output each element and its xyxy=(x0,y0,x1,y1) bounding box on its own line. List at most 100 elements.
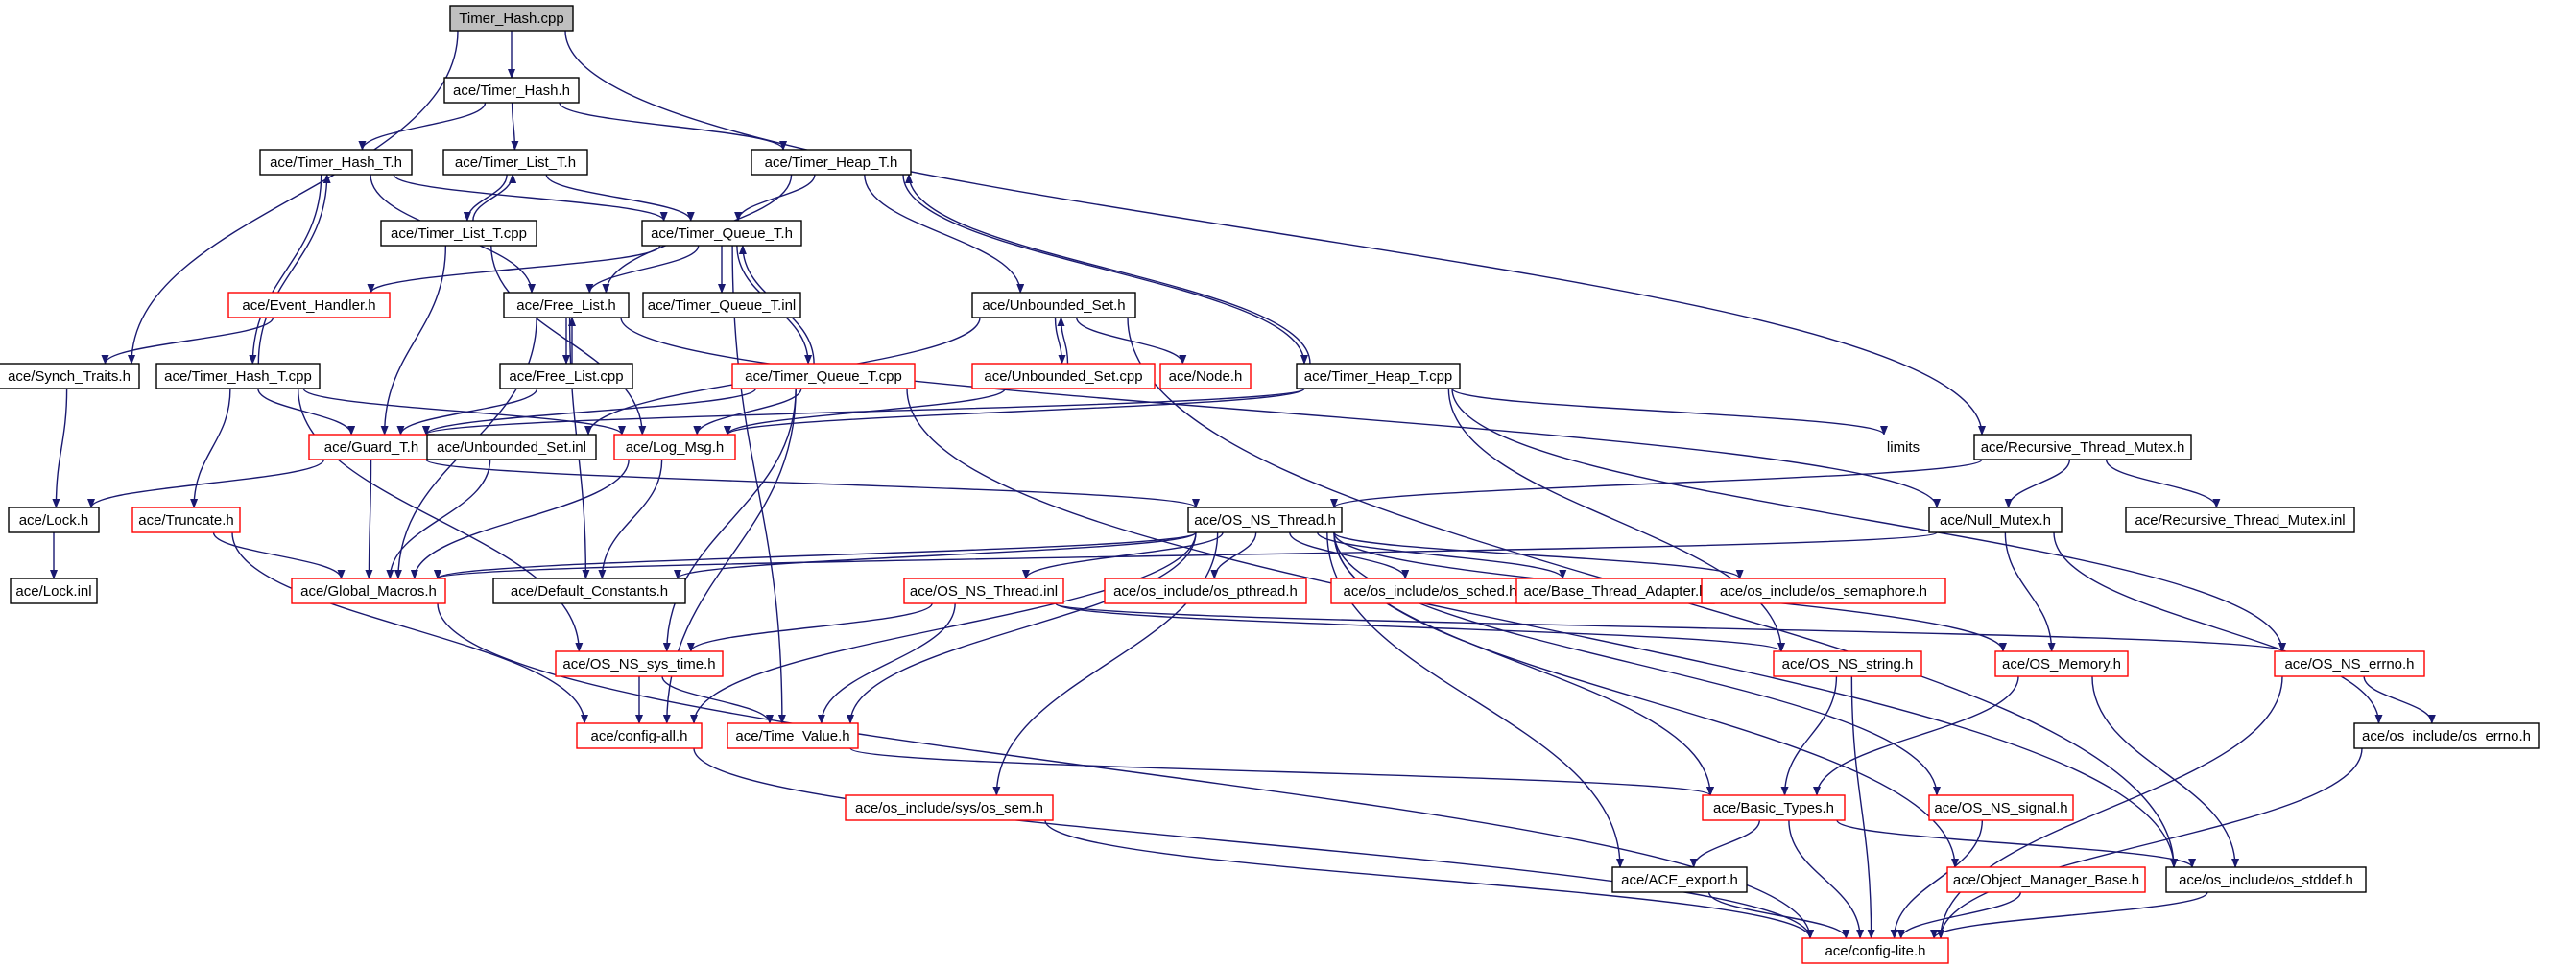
node-label: ace/Free_List.h xyxy=(516,297,615,314)
node-label: ace/Time_Value.h xyxy=(735,728,849,744)
graph-node-timer-hash-t-cpp[interactable]: ace/Timer_Hash_T.cpp xyxy=(155,363,321,389)
graph-node-basic-types-h[interactable]: ace/Basic_Types.h xyxy=(1702,794,1846,821)
edge-truncate-h-to-config-all-h xyxy=(231,531,588,724)
graph-node-os-ns-string-h[interactable]: ace/OS_NS_string.h xyxy=(1773,650,1922,677)
node-label: ace/config-all.h xyxy=(591,728,688,744)
graph-node-os-sched-h[interactable]: ace/os_include/os_sched.h xyxy=(1330,578,1530,604)
graph-node-synch-traits-h[interactable]: ace/Synch_Traits.h xyxy=(0,363,140,389)
edge-timer-heap-t-cpp-to-os-ns-string-h xyxy=(1447,388,1785,652)
graph-node-object-manager-base-h[interactable]: ace/Object_Manager_Base.h xyxy=(1946,866,2146,893)
graph-node-limits[interactable]: limits xyxy=(1876,435,1930,460)
edge-os-ns-errno-h-to-config-lite-h xyxy=(1937,675,2283,939)
node-box xyxy=(426,434,597,460)
graph-node-timer-heap-t-h[interactable]: ace/Timer_Heap_T.h xyxy=(751,149,912,176)
graph-node-recursive-thread-mutex-inl[interactable]: ace/Recursive_Thread_Mutex.inl xyxy=(2125,507,2355,533)
node-label: ace/Unbounded_Set.cpp xyxy=(984,368,1142,385)
graph-node-node-h[interactable]: ace/Node.h xyxy=(1159,363,1252,389)
graph-node-time-value-h[interactable]: ace/Time_Value.h xyxy=(727,722,859,749)
node-box xyxy=(259,149,413,176)
graph-node-timer-hash-h[interactable]: ace/Timer_Hash.h xyxy=(443,77,580,104)
edge-os-ns-thread-h-to-os-sem-h xyxy=(992,531,1219,796)
edge-os-ns-thread-inl-to-time-value-h xyxy=(817,602,956,724)
graph-node-unbounded-set-h[interactable]: ace/Unbounded_Set.h xyxy=(971,292,1136,318)
node-box xyxy=(1801,937,1949,964)
edge-event-handler-h-to-synch-traits-h xyxy=(101,317,274,365)
graph-node-timer-queue-t-h[interactable]: ace/Timer_Queue_T.h xyxy=(641,220,802,247)
graph-node-timer-heap-t-cpp[interactable]: ace/Timer_Heap_T.cpp xyxy=(1296,363,1461,389)
graph-node-ace-export-h[interactable]: ace/ACE_export.h xyxy=(1611,866,1748,893)
graph-node-timer-list-t-h[interactable]: ace/Timer_List_T.h xyxy=(442,149,588,176)
graph-node-free-list-h[interactable]: ace/Free_List.h xyxy=(503,292,630,318)
graph-node-os-ns-errno-h[interactable]: ace/OS_NS_errno.h xyxy=(2274,650,2425,677)
graph-node-config-lite-h[interactable]: ace/config-lite.h xyxy=(1801,937,1949,964)
graph-node-os-semaphore-h[interactable]: ace/os_include/os_semaphore.h xyxy=(1701,578,1946,604)
edge-os-ns-thread-h-to-basic-types-h xyxy=(1333,531,1714,796)
node-label: ace/os_include/os_pthread.h xyxy=(1113,583,1298,600)
graph-node-truncate-h[interactable]: ace/Truncate.h xyxy=(131,507,241,533)
graph-node-os-ns-thread-inl[interactable]: ace/OS_NS_Thread.inl xyxy=(903,578,1064,604)
graph-node-lock-h[interactable]: ace/Lock.h xyxy=(8,507,100,533)
edge-guard-t-h-to-lock-h xyxy=(87,459,325,508)
edge-os-ns-thread-h-to-os-semaphore-h xyxy=(1333,531,1744,579)
edge-free-list-h-to-null-mutex-h xyxy=(620,317,1941,508)
graph-node-timer-hash-cpp[interactable]: Timer_Hash.cpp xyxy=(449,5,574,32)
node-box xyxy=(1773,650,1922,677)
graph-node-default-constants-h[interactable]: ace/Default_Constants.h xyxy=(492,578,686,604)
graph-node-guard-t-h[interactable]: ace/Guard_T.h xyxy=(308,434,435,460)
graph-node-timer-hash-t-h[interactable]: ace/Timer_Hash_T.h xyxy=(259,149,413,176)
edge-timer-queue-t-cpp-to-os-ns-sys-time-h xyxy=(662,388,797,652)
graph-node-timer-queue-t-cpp[interactable]: ace/Timer_Queue_T.cpp xyxy=(731,363,916,389)
node-label: ace/OS_NS_Thread.h xyxy=(1194,512,1336,529)
edge-timer-list-t-h-to-timer-list-t-cpp xyxy=(463,174,508,222)
edge-ace-export-h-to-config-lite-h xyxy=(1707,891,1850,939)
graph-node-base-thread-adapter-h[interactable]: ace/Base_Thread_Adapter.h xyxy=(1515,578,1715,604)
node-box xyxy=(727,722,859,749)
node-box xyxy=(1104,578,1307,604)
graph-node-os-ns-signal-h[interactable]: ace/OS_NS_signal.h xyxy=(1928,794,2074,821)
edge-os-memory-h-to-basic-types-h xyxy=(1813,675,2019,796)
node-box xyxy=(291,578,446,604)
node-box xyxy=(0,363,140,389)
graph-node-free-list-cpp[interactable]: ace/Free_List.cpp xyxy=(499,363,633,389)
node-label: ace/Log_Msg.h xyxy=(626,439,725,456)
edge-null-mutex-h-to-global-macros-h xyxy=(434,531,1938,579)
node-label: ace/Event_Handler.h xyxy=(242,297,375,314)
node-box xyxy=(380,220,537,247)
graph-node-recursive-thread-mutex-h[interactable]: ace/Recursive_Thread_Mutex.h xyxy=(1973,434,2192,460)
edge-os-ns-signal-h-to-config-lite-h xyxy=(1890,819,1984,939)
graph-node-lock-inl[interactable]: ace/Lock.inl xyxy=(10,578,98,604)
node-label: ace/OS_Memory.h xyxy=(2002,656,2121,672)
graph-node-global-macros-h[interactable]: ace/Global_Macros.h xyxy=(291,578,446,604)
edge-os-ns-thread-h-to-os-sched-h xyxy=(1289,531,1410,579)
graph-node-os-memory-h[interactable]: ace/OS_Memory.h xyxy=(1994,650,2129,677)
graph-node-config-all-h[interactable]: ace/config-all.h xyxy=(576,722,703,749)
edge-timer-hash-h-to-timer-heap-t-h xyxy=(559,102,787,151)
graph-node-unbounded-set-inl[interactable]: ace/Unbounded_Set.inl xyxy=(426,434,597,460)
node-box xyxy=(1928,507,2063,533)
node-label: ace/OS_NS_Thread.inl xyxy=(910,583,1058,600)
graph-node-log-msg-h[interactable]: ace/Log_Msg.h xyxy=(613,434,736,460)
edge-recursive-thread-mutex-h-to-recursive-thread-mutex-inl xyxy=(2105,459,2221,508)
graph-node-event-handler-h[interactable]: ace/Event_Handler.h xyxy=(227,292,391,318)
node-box xyxy=(443,77,580,104)
graph-node-timer-list-t-cpp[interactable]: ace/Timer_List_T.cpp xyxy=(380,220,537,247)
graph-node-timer-queue-t-inl[interactable]: ace/Timer_Queue_T.inl xyxy=(642,292,801,318)
node-label: ace/config-lite.h xyxy=(1825,943,1925,959)
graph-node-os-sem-h[interactable]: ace/os_include/sys/os_sem.h xyxy=(845,794,1054,821)
graph-node-os-errno-h[interactable]: ace/os_include/os_errno.h xyxy=(2353,722,2540,749)
graph-node-null-mutex-h[interactable]: ace/Null_Mutex.h xyxy=(1928,507,2063,533)
graph-node-os-ns-thread-h[interactable]: ace/OS_NS_Thread.h xyxy=(1187,507,1343,533)
graph-node-os-ns-sys-time-h[interactable]: ace/OS_NS_sys_time.h xyxy=(555,650,724,677)
node-label: ace/Lock.h xyxy=(19,512,89,529)
graph-node-os-stddef-h[interactable]: ace/os_include/os_stddef.h xyxy=(2165,866,2367,893)
node-label: ace/os_include/os_semaphore.h xyxy=(1720,583,1927,600)
node-label: limits xyxy=(1887,439,1920,456)
node-label: ace/Truncate.h xyxy=(138,512,234,529)
graph-node-os-pthread-h[interactable]: ace/os_include/os_pthread.h xyxy=(1104,578,1307,604)
edge-os-ns-thread-inl-to-os-ns-sys-time-h xyxy=(686,602,933,652)
edge-os-ns-thread-h-to-os-ns-thread-inl xyxy=(1022,531,1224,579)
edge-os-ns-thread-h-to-base-thread-adapter-h xyxy=(1317,531,1567,579)
edge-os-memory-h-to-os-stddef-h xyxy=(2091,675,2240,868)
graph-node-unbounded-set-cpp[interactable]: ace/Unbounded_Set.cpp xyxy=(971,363,1156,389)
